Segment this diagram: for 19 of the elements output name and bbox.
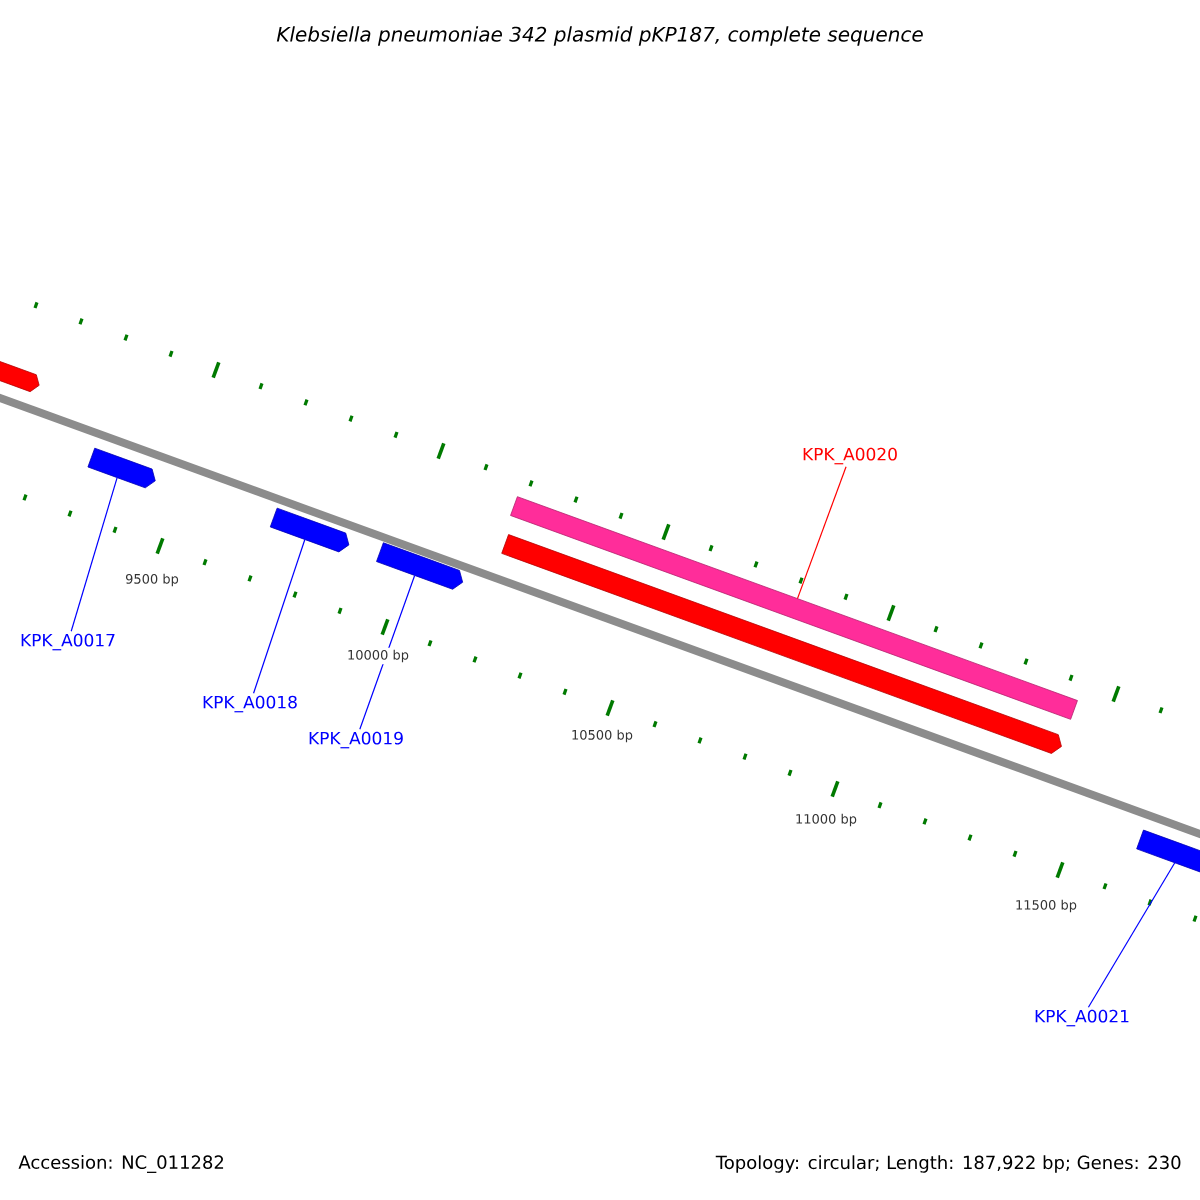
leader-line <box>70 477 118 632</box>
gene-label: KPK_A0019 <box>309 731 403 749</box>
leader-line <box>359 574 416 730</box>
footer-text: Accession: NC_011282 <box>18 1155 224 1173</box>
gene-feature <box>510 496 1078 720</box>
leader-line <box>1087 862 1176 1008</box>
gene-feature <box>269 507 350 553</box>
gene-feature <box>87 447 156 489</box>
title: Klebsiella pneumoniae 342 plasmid pKP187, complete sequence <box>276 26 923 46</box>
footer-text: Topology: circular; Length: 187,922 bp; Genes: 230 <box>715 1155 1181 1173</box>
gene-feature <box>0 355 40 393</box>
gene-label: KPK_A0021 <box>1035 1009 1129 1027</box>
gene-feature <box>501 534 1062 754</box>
leader-line <box>252 538 306 694</box>
gene-label: KPK_A0020 <box>803 447 897 465</box>
leader-line <box>796 466 847 600</box>
gene-label: KPK_A0017 <box>21 633 115 651</box>
gene-feature <box>376 542 464 590</box>
gene-label: KPK_A0018 <box>203 695 297 713</box>
